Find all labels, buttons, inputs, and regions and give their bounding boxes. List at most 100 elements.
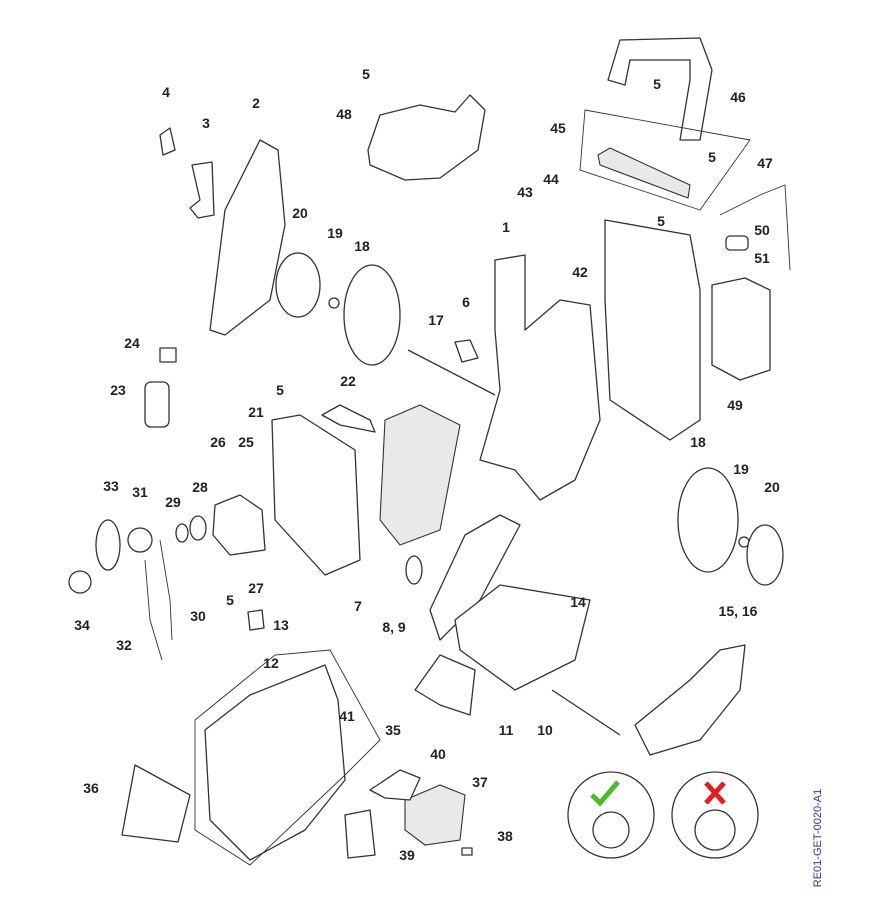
callout-48: 48 — [336, 106, 352, 122]
part-18-wheel — [343, 264, 401, 366]
callout-40: 40 — [430, 746, 446, 762]
part-23-capacitor — [144, 381, 170, 428]
callout-31: 31 — [132, 484, 148, 500]
callout-51: 51 — [754, 250, 770, 266]
callout-36: 36 — [83, 780, 99, 796]
callout-25: 25 — [238, 434, 254, 450]
part-47-hose — [719, 184, 791, 271]
callout-11: 11 — [499, 722, 514, 738]
part-8-9-side-panel — [429, 514, 521, 641]
part-2-side-cover — [209, 139, 286, 336]
callout-30: 30 — [190, 608, 206, 624]
callout-35: 35 — [385, 722, 401, 738]
callout-5: 5 — [657, 213, 665, 229]
callout-4: 4 — [162, 84, 170, 100]
part-20-wheel-cap-right — [746, 524, 784, 586]
callout-21: 21 — [248, 404, 264, 420]
part-27-cover — [212, 494, 266, 556]
part-3-bracket — [189, 161, 215, 219]
part-7-wobble-plate — [405, 555, 423, 585]
part-36-panel — [121, 764, 191, 843]
part-34-knob — [68, 570, 92, 594]
part-1-frame — [479, 254, 601, 501]
part-30-rod — [159, 539, 173, 641]
part-39-filter — [344, 809, 376, 859]
callout-5: 5 — [276, 382, 284, 398]
part-40-manifold — [369, 769, 421, 801]
callout-38: 38 — [497, 828, 513, 844]
callout-2: 2 — [252, 95, 260, 111]
part-29-ring — [175, 523, 189, 543]
callout-41: 41 — [339, 708, 355, 724]
callout-47: 47 — [757, 155, 773, 171]
group-35-bracket — [194, 649, 381, 866]
callout-34: 34 — [74, 617, 90, 633]
callout-19: 19 — [327, 225, 343, 241]
callout-7: 7 — [354, 598, 362, 614]
part-19-washer — [328, 297, 340, 309]
part-11-bracket — [414, 654, 476, 716]
callout-49: 49 — [727, 397, 743, 413]
part-10-axle — [551, 689, 621, 736]
callout-24: 24 — [124, 335, 140, 351]
callout-32: 32 — [116, 637, 132, 653]
callout-29: 29 — [165, 494, 181, 510]
drawing-code-text: RE01-GET-0020-A1 — [812, 788, 824, 887]
callout-18: 18 — [690, 434, 706, 450]
part-38-clip — [461, 847, 473, 856]
callout-33: 33 — [103, 478, 119, 494]
callout-5: 5 — [653, 76, 661, 92]
callout-15-16: 15, 16 — [719, 603, 758, 619]
part-6-clip — [454, 339, 479, 363]
callout-46: 46 — [730, 89, 746, 105]
part-35-front-cover — [204, 664, 346, 861]
part-48-tray — [367, 94, 486, 181]
assembly-hint-correct — [567, 771, 655, 859]
callout-8-9: 8, 9 — [382, 619, 406, 635]
assembly-hint-incorrect — [671, 771, 759, 859]
callout-19: 19 — [733, 461, 749, 477]
callout-42: 42 — [572, 264, 588, 280]
callout-22: 22 — [340, 373, 356, 389]
part-28-seal — [189, 515, 207, 541]
callout-10: 10 — [537, 722, 553, 738]
callout-26: 26 — [210, 434, 226, 450]
callout-28: 28 — [192, 479, 208, 495]
part-17-axle — [407, 349, 496, 396]
part-24-switch — [159, 347, 177, 363]
part-15-16-foot — [634, 644, 746, 756]
callout-5: 5 — [708, 149, 716, 165]
callout-12: 12 — [263, 655, 279, 671]
callout-50: 50 — [754, 222, 770, 238]
callout-17: 17 — [428, 312, 444, 328]
callout-43: 43 — [517, 184, 533, 200]
callout-14: 14 — [570, 594, 586, 610]
part-50-cap — [725, 235, 749, 251]
group-45-bracket — [579, 109, 751, 211]
part-46-handle — [607, 37, 713, 141]
part-20-wheel-cap — [275, 252, 321, 318]
part-45-cable-reel — [597, 147, 691, 199]
callout-13: 13 — [273, 617, 289, 633]
callout-20: 20 — [292, 205, 308, 221]
green-check-icon — [590, 780, 620, 807]
callout-44: 44 — [543, 171, 559, 187]
callout-23: 23 — [110, 382, 126, 398]
red-cross-icon — [704, 781, 726, 805]
part-33-housing — [95, 519, 121, 571]
part-18-wheel-right — [677, 467, 739, 573]
callout-18: 18 — [354, 238, 370, 254]
callout-6: 6 — [462, 294, 470, 310]
part-shapes — [68, 37, 791, 866]
callout-45: 45 — [550, 120, 566, 136]
part-42-rear-housing — [604, 219, 701, 441]
callout-20: 20 — [764, 479, 780, 495]
callout-39: 39 — [399, 847, 415, 863]
callout-5: 5 — [362, 66, 370, 82]
part-14-base — [454, 584, 591, 691]
part-motor — [379, 404, 461, 546]
callout-1: 1 — [502, 219, 510, 235]
part-37-pump-head — [404, 784, 466, 846]
